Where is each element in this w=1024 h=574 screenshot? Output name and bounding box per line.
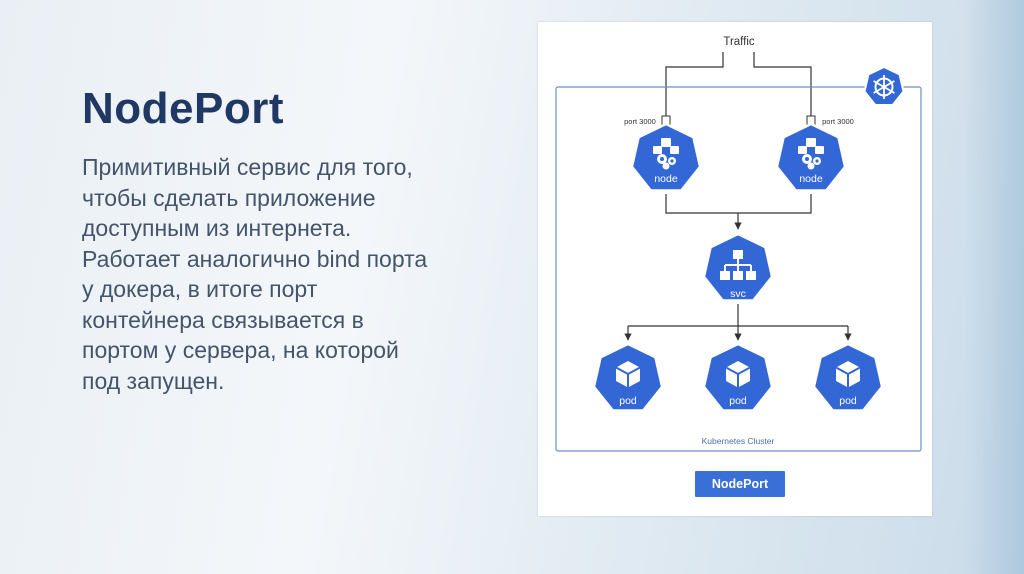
slide-title: NodePort — [82, 84, 284, 133]
node-label-right: node — [799, 173, 823, 185]
node-icon-left: node — [630, 122, 702, 192]
port-label-left: port 3000 — [624, 117, 656, 126]
cluster-boundary — [555, 86, 922, 452]
svc-icon: svc — [702, 232, 774, 302]
port-label-right: port 3000 — [822, 117, 854, 126]
traffic-connector — [665, 52, 812, 122]
pod-icon-right: pod — [812, 342, 884, 412]
nodeport-label-button: NodePort — [695, 471, 785, 497]
pod-label-middle: pod — [729, 395, 747, 407]
pod-icon-left: pod — [592, 342, 664, 412]
traffic-label: Traffic — [723, 36, 755, 48]
kubernetes-nodeport-diagram: Traffic port 3000 port 3000 — [538, 22, 932, 516]
node-icon-right: node — [775, 122, 847, 192]
pod-label-left: pod — [619, 395, 637, 407]
svc-to-pods-connector — [624, 304, 852, 341]
svc-label: svc — [730, 288, 746, 300]
cluster-label: Kubernetes Cluster — [702, 436, 775, 446]
kubernetes-logo-icon — [863, 65, 905, 106]
pod-label-right: pod — [839, 395, 857, 407]
pod-icon-middle: pod — [702, 342, 774, 412]
node-to-svc-connector — [665, 194, 812, 230]
slide-body-text: Примитивный сервис для того, чтобы сдела… — [82, 154, 428, 394]
diagram-canvas: Traffic port 3000 port 3000 — [555, 36, 922, 452]
background-edge-shade — [964, 0, 1024, 574]
node-label-left: node — [654, 173, 678, 185]
